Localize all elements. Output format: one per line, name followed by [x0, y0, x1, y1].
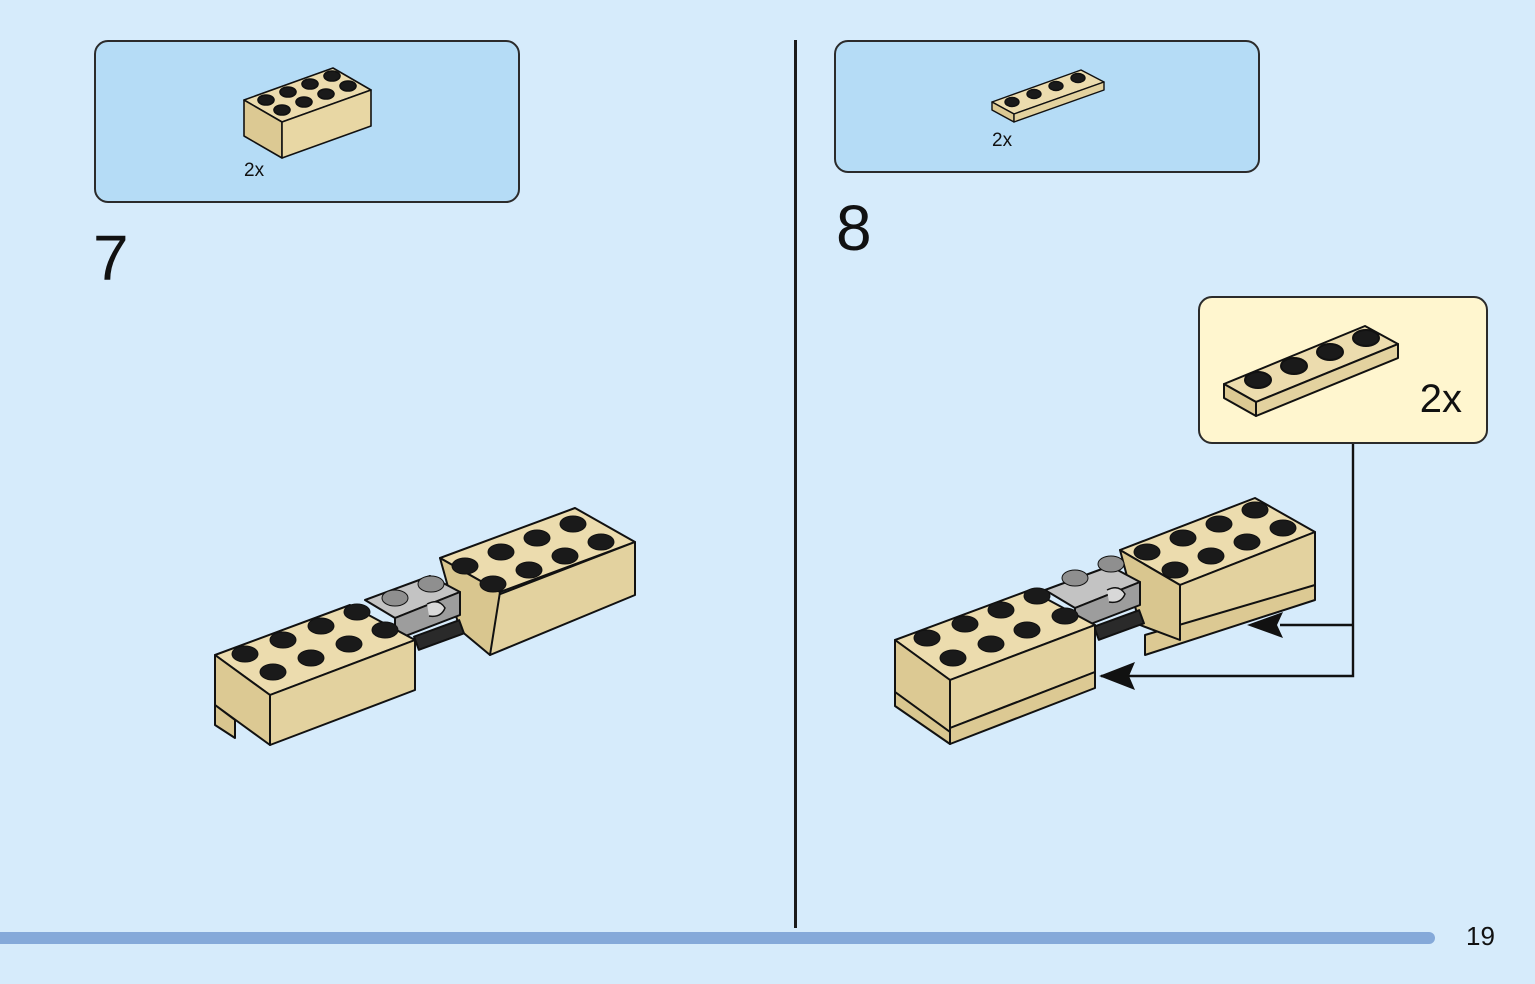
callout-quantity: 2x	[1419, 377, 1462, 421]
step-7-parts-box: 2x	[94, 40, 520, 203]
step-8-model	[894, 444, 1355, 745]
step-7-part-quantity: 2x	[244, 160, 265, 181]
step-8-parts-box: 2x	[834, 40, 1260, 173]
tan-plate-1x4-icon	[1223, 325, 1399, 417]
step-7-model	[214, 507, 636, 746]
progress-bar	[0, 932, 1435, 944]
tan-brick-2x4-icon	[243, 67, 372, 159]
step-7-number: 7	[93, 222, 129, 294]
step-8-number: 8	[836, 192, 872, 264]
page-number: 19	[1466, 921, 1495, 951]
arrow-head-upper	[1247, 612, 1283, 638]
tan-plate-1x4-icon	[991, 69, 1105, 123]
step-8-part-quantity: 2x	[992, 130, 1013, 151]
arrow-head-lower	[1099, 662, 1135, 690]
step-8-callout: 2x	[1198, 296, 1488, 444]
step-divider	[794, 40, 797, 928]
